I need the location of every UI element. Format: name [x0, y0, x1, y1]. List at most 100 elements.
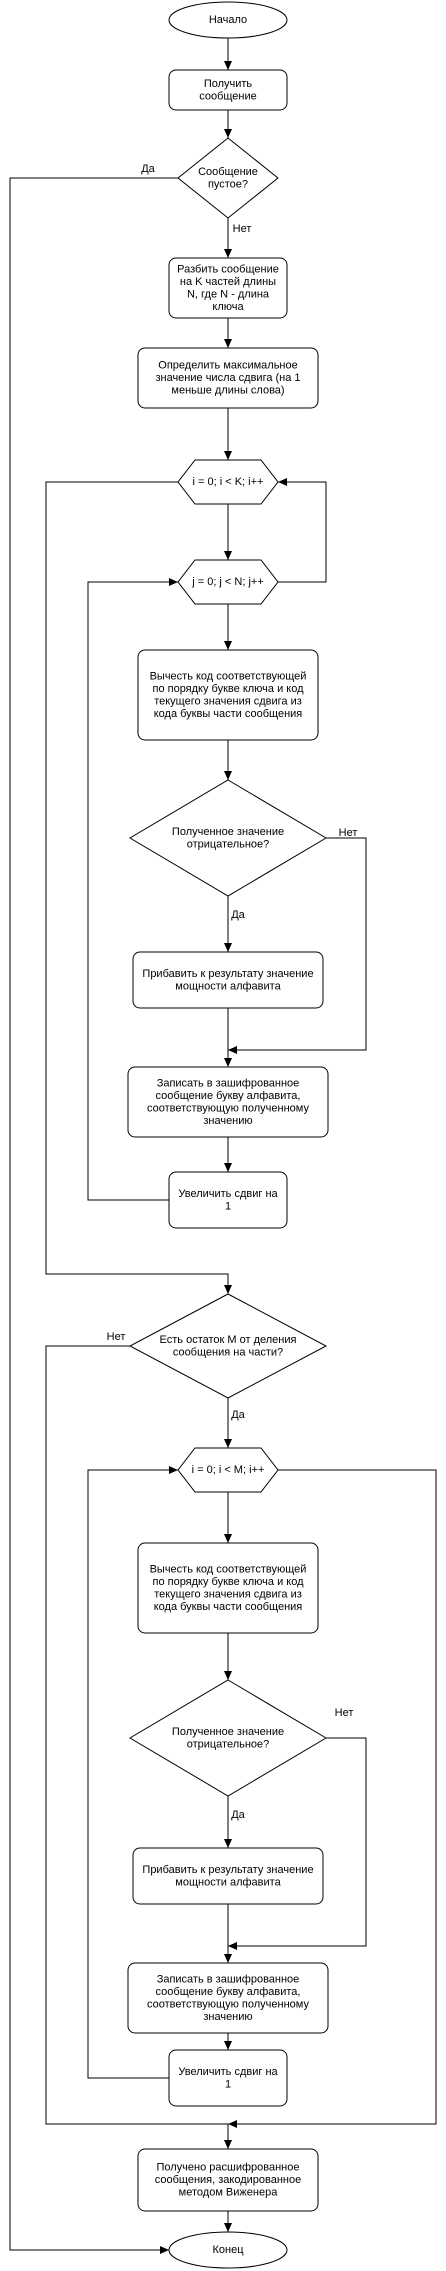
- node-loop-j: j = 0; j < N; j++: [177, 559, 279, 605]
- node-text-line: значение числа сдвига (на 1: [155, 372, 300, 384]
- node-text-line: i = 0; i < K; i++: [193, 476, 264, 488]
- node-text-line: отрицательное?: [187, 1738, 270, 1750]
- connector-label: Да: [231, 909, 245, 921]
- node-text-line: текущего значения сдвига из: [154, 695, 302, 707]
- node-text-line: j = 0; j < N; j++: [191, 576, 264, 588]
- node-loop-i: i = 0; i < K; i++: [177, 459, 279, 505]
- node-loop-m: i = 0; i < M; i++: [177, 1447, 279, 1493]
- node-text-line: соответствующую полученному: [147, 1102, 309, 1114]
- process-box: [137, 1542, 319, 1634]
- node-text-line: значению: [203, 1115, 252, 1127]
- node-text-line: соответствующую полученному: [147, 1998, 309, 2010]
- loop-hexagon: [177, 1447, 279, 1493]
- node-text-line: меньше длины слова): [171, 385, 284, 397]
- node-text-line: кода буквы части сообщения: [154, 1601, 303, 1613]
- process-box: [127, 1066, 329, 1138]
- node-text-line: i = 0; i < M; i++: [192, 1464, 265, 1476]
- node-text-line: Начало: [209, 14, 247, 26]
- connector-inc1-to-loop-j: [87, 578, 178, 1201]
- process-box: [168, 2049, 288, 2107]
- connector-loop-j-to-loop-i: [278, 478, 327, 583]
- process-box: [132, 951, 324, 1009]
- process-box: [168, 257, 288, 319]
- node-text-line: сообщения, закодированное: [155, 2174, 302, 2186]
- decision-diamond: [129, 1679, 327, 1797]
- node-text-line: Прибавить к результату значение: [142, 968, 313, 980]
- node-text-line: Прибавить к результату значение: [142, 1864, 313, 1876]
- loop-hexagon: [177, 559, 279, 605]
- node-text-line: значению: [203, 2011, 252, 2023]
- connector-label: Да: [231, 1409, 245, 1421]
- node-text-line: Конец: [212, 2244, 244, 2256]
- node-text-line: Вычесть код соответствующей: [150, 670, 307, 682]
- connector-label: Да: [141, 163, 155, 175]
- connector-label: Да: [231, 1809, 245, 1821]
- node-text-line: по порядку букве ключа и код: [152, 1576, 304, 1588]
- connector-loop-i-to-remainder: [45, 481, 232, 1294]
- node-text-line: Определить максимальное: [158, 360, 297, 372]
- process-box: [137, 2148, 319, 2212]
- node-text-line: пустое?: [208, 178, 248, 190]
- node-inc2: Увеличить сдвиг на1: [168, 2049, 288, 2107]
- node-text-line: Сообщение: [198, 166, 258, 178]
- process-box: [137, 649, 319, 741]
- node-add2: Прибавить к результату значениемощности …: [132, 1847, 324, 1905]
- connector-label: Нет: [335, 1707, 354, 1719]
- node-text-line: 1: [225, 2078, 231, 2090]
- connector-label: Нет: [339, 827, 358, 839]
- node-text-line: по порядку букве ключа и код: [152, 683, 304, 695]
- node-text-line: Разбить сообщение: [177, 263, 279, 275]
- process-box: [132, 1847, 324, 1905]
- node-text-line: Записать в зашифрованное: [157, 1973, 300, 1985]
- node-text-line: сообщение: [199, 90, 257, 102]
- node-text-line: на K частей длины: [180, 276, 276, 288]
- connector-label: Нет: [107, 1331, 126, 1343]
- process-box: [137, 347, 319, 409]
- process-box: [168, 69, 288, 111]
- node-text-line: сообщение букву алфавита,: [156, 1090, 301, 1102]
- node-start: Начало: [168, 1, 288, 39]
- connectors: [9, 38, 437, 2254]
- node-text-line: Вычесть код соответствующей: [150, 1563, 307, 1575]
- node-text-line: мощности алфавита: [175, 1876, 281, 1888]
- connector-is-empty-to-end: [9, 177, 178, 2254]
- node-inc1: Увеличить сдвиг на1: [168, 1171, 288, 1229]
- node-text-line: кода буквы части сообщения: [154, 708, 303, 720]
- node-text-line: Полученное значение: [172, 1726, 284, 1738]
- connector-loop-m-to-result: [228, 1469, 437, 2128]
- node-text-line: Есть остаток M от деления: [160, 1334, 297, 1346]
- node-text-line: Увеличить сдвиг на: [178, 1188, 278, 1200]
- connector-neg2-to-write2: [228, 1737, 367, 1950]
- node-text-line: методом Виженера: [179, 2187, 279, 2199]
- node-text-line: отрицательное?: [187, 838, 270, 850]
- node-text-line: сообщения на части?: [173, 1346, 283, 1358]
- node-text-line: текущего значения сдвига из: [154, 1588, 302, 1600]
- node-text-line: Полученное значение: [172, 826, 284, 838]
- decision-diamond: [177, 137, 279, 219]
- decision-diamond: [129, 779, 327, 897]
- node-text-line: мощности алфавита: [175, 980, 281, 992]
- node-text-line: Записать в зашифрованное: [157, 1077, 300, 1089]
- node-text-line: Получено расшифрованное: [156, 2162, 299, 2174]
- node-text-line: сообщение букву алфавита,: [156, 1986, 301, 1998]
- connector-neg1-to-write1: [228, 837, 367, 1054]
- node-text-line: ключа: [212, 301, 244, 313]
- connector-inc2-to-loop-m: [87, 1466, 178, 2079]
- connector-remainder-to-result: [45, 1345, 232, 2149]
- node-text-line: Увеличить сдвиг на: [178, 2066, 278, 2078]
- process-box: [168, 1171, 288, 1229]
- terminator-shape: [168, 1, 288, 39]
- decision-diamond: [128, 1293, 328, 1399]
- node-text-line: Получить: [204, 78, 253, 90]
